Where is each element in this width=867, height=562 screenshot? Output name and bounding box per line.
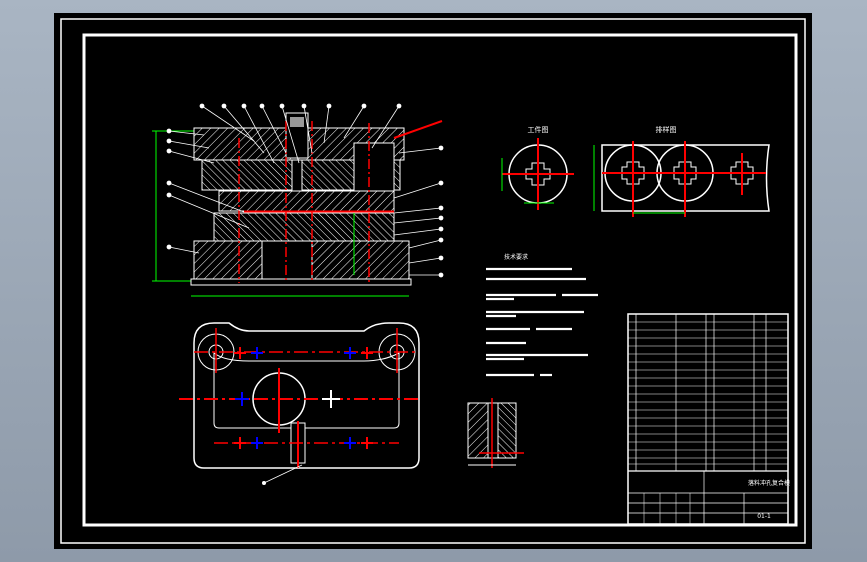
lower-die-plan-view — [179, 322, 420, 485]
outer-frame — [60, 18, 806, 544]
tech-requirements-title: 技术要求 — [504, 253, 528, 261]
title-block-name: 落料冲孔复合模 — [748, 479, 790, 487]
workpiece-label: 工件图 — [528, 125, 549, 134]
cad-drawing: 工件图 排样图 — [60, 18, 806, 544]
parts-list-title-block: 落料冲孔复合模 01-1 — [627, 313, 790, 525]
drawing-number: 01-1 — [757, 513, 771, 520]
workpiece-view: 工件图 — [501, 125, 574, 210]
assembly-section-view — [152, 103, 444, 297]
drawing-canvas[interactable]: 工件图 排样图 — [54, 13, 812, 549]
strip-layout-view: 排样图 — [593, 125, 770, 217]
inner-frame — [82, 33, 798, 527]
strip-layout-label: 排样图 — [656, 125, 677, 134]
detail-section-view — [467, 398, 524, 468]
technical-requirements: 技术要求 — [486, 253, 598, 377]
